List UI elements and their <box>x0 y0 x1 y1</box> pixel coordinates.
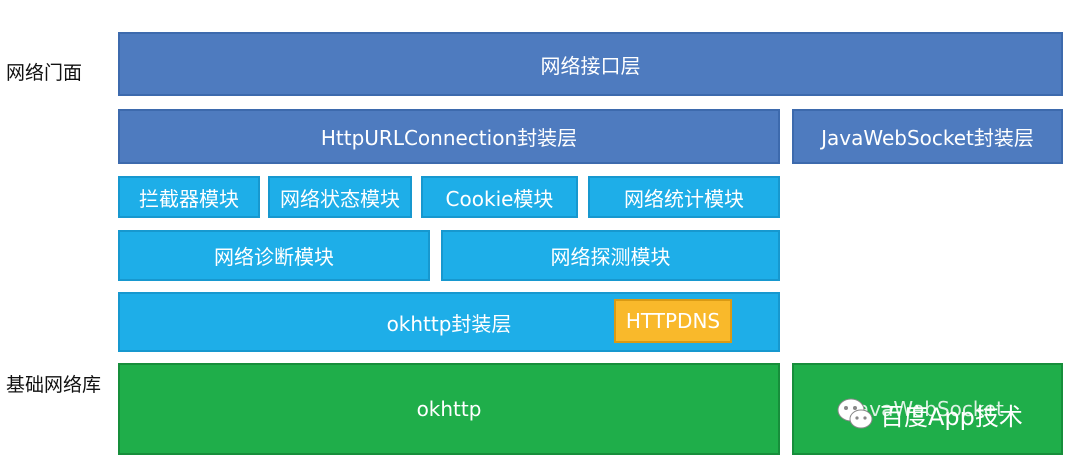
watermark: 百度App技术 <box>836 395 1023 433</box>
facade-label: 网络门面 <box>6 62 83 84</box>
javawebsocket-wrapper-layer: JavaWebSocket封装层 <box>792 109 1063 164</box>
interceptor-module: 拦截器模块 <box>118 176 260 218</box>
network-stats-module-label: 网络统计模块 <box>624 186 744 211</box>
httpdns-module-label: HTTPDNS <box>625 309 721 333</box>
javawebsocket-library-label: JavaWebSocket <box>851 397 1004 421</box>
httpurlconnection-layer: HttpURLConnection封装层 <box>118 109 780 164</box>
network-diagnosis-module: 网络诊断模块 <box>118 230 430 281</box>
cookie-module: Cookie模块 <box>421 176 578 218</box>
base-library-label: 基础网络库 <box>6 374 102 396</box>
okhttp-library-label: okhttp <box>416 397 482 421</box>
cookie-module-label: Cookie模块 <box>445 186 554 211</box>
network-interface-layer: 网络接口层 <box>118 32 1063 96</box>
network-probe-module: 网络探测模块 <box>441 230 780 281</box>
okhttp-wrapper-layer-label: okhttp封装层 <box>386 311 512 336</box>
watermark-text: 百度App技术 <box>880 402 1023 431</box>
okhttp-library: okhttp <box>118 363 780 455</box>
wechat-icon <box>836 395 874 433</box>
javawebsocket-library: JavaWebSocket <box>792 363 1063 455</box>
interceptor-module-label: 拦截器模块 <box>139 186 239 211</box>
network-probe-module-label: 网络探测模块 <box>550 245 671 269</box>
httpdns-module: HTTPDNS <box>614 299 732 343</box>
network-stats-module: 网络统计模块 <box>588 176 780 218</box>
network-state-module-label: 网络状态模块 <box>280 186 400 211</box>
javawebsocket-wrapper-layer-label: JavaWebSocket封装层 <box>821 126 1034 150</box>
network-diagnosis-module-label: 网络诊断模块 <box>214 245 334 269</box>
network-state-module: 网络状态模块 <box>268 176 412 218</box>
network-interface-layer-label: 网络接口层 <box>540 53 641 78</box>
httpurlconnection-layer-label: HttpURLConnection封装层 <box>320 126 578 150</box>
